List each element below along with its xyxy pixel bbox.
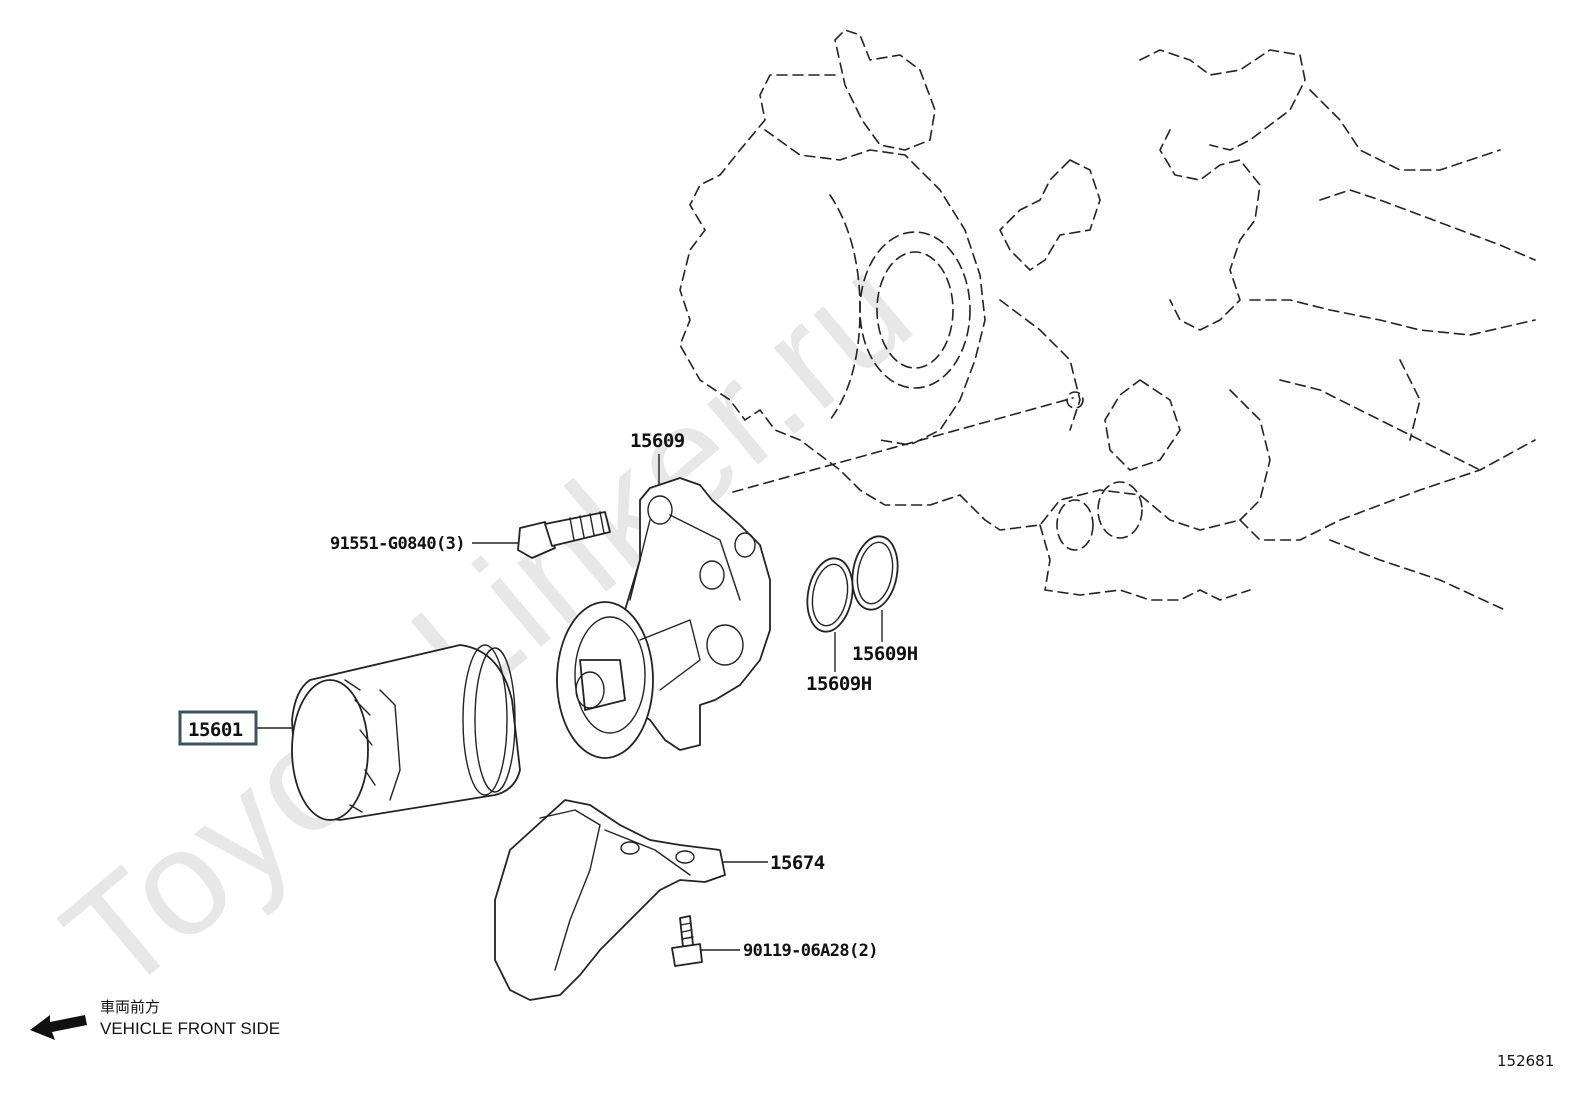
- front-arrow-icon: [30, 1015, 87, 1040]
- highlight-box-15601: [178, 710, 258, 746]
- illustration-number: 152681: [1497, 1052, 1554, 1070]
- callout-15609[interactable]: 15609: [630, 430, 685, 452]
- oil-filter-bracket[interactable]: [556, 477, 771, 759]
- callout-90119[interactable]: 90119-06A28(2): [743, 941, 878, 961]
- callout-15609h-right[interactable]: 15609H: [852, 643, 918, 665]
- callout-91551[interactable]: 91551-G0840(3): [330, 534, 465, 554]
- bracket-bolt[interactable]: [517, 511, 611, 559]
- engine-block-outline: [679, 29, 1536, 611]
- guard-bolt[interactable]: [671, 915, 703, 967]
- legend-en-text: VEHICLE FRONT SIDE: [100, 1019, 280, 1038]
- oil-pan-guard[interactable]: [494, 799, 726, 1001]
- o-rings[interactable]: [802, 533, 903, 636]
- callout-15601[interactable]: 15601: [188, 719, 243, 741]
- watermark-text: ToyotaLinker.ru: [33, 223, 943, 1025]
- callout-leaders: [257, 454, 883, 951]
- legend-jp-text: 車両前方: [100, 998, 160, 1016]
- vehicle-front-legend: 車両前方 VEHICLE FRONT SIDE: [30, 998, 280, 1040]
- callout-15609h-left[interactable]: 15609H: [806, 673, 872, 695]
- callout-15674[interactable]: 15674: [770, 852, 825, 874]
- oil-filter[interactable]: [291, 644, 521, 821]
- mounting-line: [732, 397, 1074, 493]
